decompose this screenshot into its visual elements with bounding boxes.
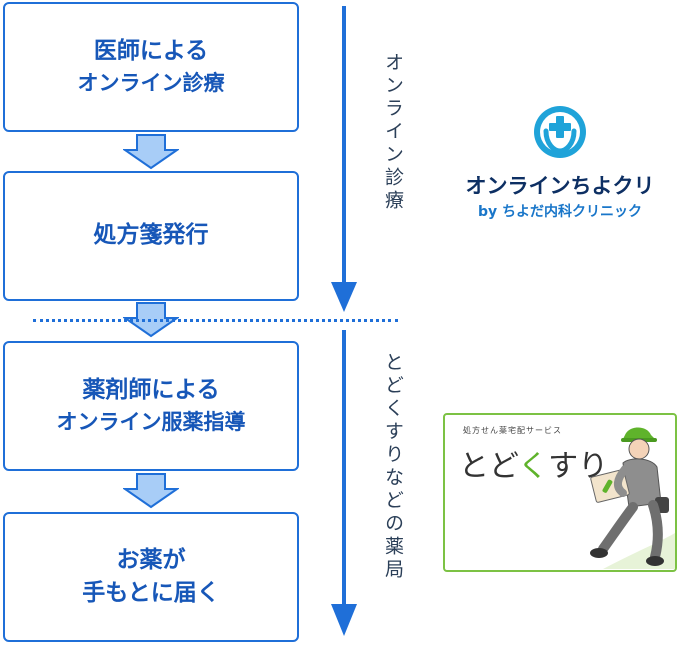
flow-arrow-icon [123, 134, 179, 170]
step-1-line-1: 医師による [93, 38, 209, 65]
flow-arrow-icon [123, 473, 179, 509]
step-3-line-2: オンライン服薬指導 [56, 410, 246, 435]
pharmacy-logo-caption: 処方せん薬宅配サービス [463, 426, 562, 435]
step-medicine-delivered: お薬が 手もとに届く [3, 512, 299, 642]
pharmacy-logo-brand: とどくすり [459, 441, 608, 485]
step-online-consultation: 医師による オンライン診療 [3, 2, 299, 132]
step-2-line-1: 処方箋発行 [93, 222, 209, 249]
brand-accent: く [518, 449, 549, 484]
medical-cross-icon [534, 106, 586, 158]
phase-label-online-consultation: オンライン診療 [382, 52, 404, 213]
phase-label-pharmacy: とどくすりなどの薬局 [382, 352, 404, 582]
step-online-medication-guidance: 薬剤師による オンライン服薬指導 [3, 341, 299, 471]
delivery-person-icon [590, 427, 675, 569]
online-chiyokuri-logo: オンラインちよクリ by ちよだ内科クリニック [440, 100, 680, 230]
step-prescription-issued: 処方箋発行 [3, 171, 299, 301]
clinic-logo-title: オンラインちよクリ [465, 174, 655, 198]
step-3-line-1: 薬剤師による [82, 377, 220, 404]
step-1-line-2: オンライン診療 [77, 71, 225, 96]
phase-arrow-icon [331, 6, 357, 312]
todokusuri-logo: 処方せん薬宅配サービス とどくすり [443, 413, 677, 572]
step-4-line-1: お薬が [116, 546, 186, 573]
brand-part-1: とど [459, 449, 519, 484]
phase-divider [33, 319, 398, 322]
phase-arrow-icon [331, 330, 357, 636]
clinic-logo-subtitle: by ちよだ内科クリニック [477, 204, 643, 220]
step-4-line-2: 手もとに届く [82, 580, 220, 606]
